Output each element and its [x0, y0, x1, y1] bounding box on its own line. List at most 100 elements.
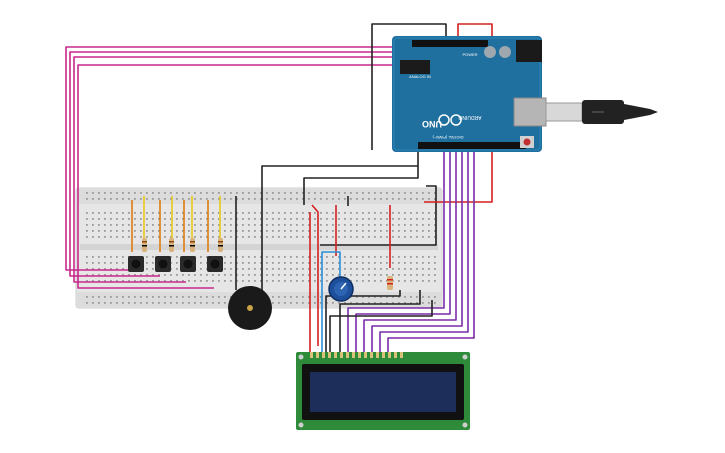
breadboard-hole — [164, 198, 166, 200]
breadboard-hole — [260, 192, 262, 194]
breadboard-hole — [248, 236, 250, 238]
breadboard-hole — [332, 198, 334, 200]
breadboard-hole — [194, 198, 196, 200]
breadboard-hole — [110, 274, 112, 276]
breadboard-hole — [152, 198, 154, 200]
breadboard-hole — [290, 268, 292, 270]
breadboard-hole — [296, 218, 298, 220]
breadboard-hole — [260, 280, 262, 282]
breadboard-hole — [332, 230, 334, 232]
breadboard-hole — [266, 280, 268, 282]
breadboard-hole — [98, 280, 100, 282]
breadboard-hole — [116, 296, 118, 298]
breadboard-hole — [146, 224, 148, 226]
wire-magenta-4 — [77, 64, 398, 289]
breadboard-hole — [380, 280, 382, 282]
breadboard-hole — [416, 236, 418, 238]
breadboard-hole — [140, 224, 142, 226]
breadboard-hole — [296, 192, 298, 194]
breadboard-hole — [350, 224, 352, 226]
breadboard-hole — [338, 236, 340, 238]
breadboard-hole — [176, 218, 178, 220]
breadboard-hole — [386, 296, 388, 298]
breadboard-hole — [344, 262, 346, 264]
breadboard-hole — [362, 224, 364, 226]
pushbuttons[interactable] — [128, 256, 223, 272]
breadboard-hole — [218, 236, 220, 238]
breadboard-hole — [122, 262, 124, 264]
breadboard-hole — [308, 280, 310, 282]
breadboard-hole — [284, 302, 286, 304]
breadboard-hole — [278, 256, 280, 258]
breadboard-hole — [146, 256, 148, 258]
breadboard-hole — [320, 236, 322, 238]
breadboard-hole — [206, 212, 208, 214]
breadboard-hole — [134, 302, 136, 304]
usb-cable[interactable] — [545, 100, 658, 124]
breadboard-hole — [206, 302, 208, 304]
breadboard-hole — [380, 236, 382, 238]
breadboard-hole — [92, 192, 94, 194]
breadboard-hole — [398, 230, 400, 232]
breadboard-hole — [146, 230, 148, 232]
breadboard-hole — [110, 256, 112, 258]
breadboard-hole — [416, 274, 418, 276]
breadboard-hole — [92, 268, 94, 270]
capacitor-2 — [499, 46, 511, 58]
breadboard-hole — [200, 302, 202, 304]
breadboard-hole — [302, 296, 304, 298]
breadboard-hole — [398, 268, 400, 270]
breadboard-hole — [266, 236, 268, 238]
resistors[interactable] — [142, 238, 393, 290]
breadboard-hole — [398, 192, 400, 194]
breadboard-hole — [146, 262, 148, 264]
breadboard-hole — [290, 224, 292, 226]
breadboard-hole — [332, 274, 334, 276]
wire-purple-5 — [379, 150, 469, 352]
breadboard-hole — [422, 236, 424, 238]
potentiometer[interactable] — [328, 276, 354, 302]
arduino-uno[interactable]: UNO ARDUINO POWER DIGITAL (PWM~) ANALOG … — [392, 36, 547, 152]
breadboard-hole — [296, 198, 298, 200]
breadboard-hole — [314, 192, 316, 194]
breadboard-hole — [104, 302, 106, 304]
lcd-pin — [352, 352, 355, 358]
breadboard-hole — [92, 302, 94, 304]
breadboard-hole — [116, 236, 118, 238]
breadboard-hole — [254, 280, 256, 282]
breadboard-hole — [236, 280, 238, 282]
breadboard-hole — [410, 280, 412, 282]
breadboard-hole — [176, 256, 178, 258]
pushbutton-4 — [207, 256, 223, 272]
power-jack — [516, 40, 542, 62]
breadboard-hole — [122, 224, 124, 226]
breadboard-hole — [248, 212, 250, 214]
breadboard-hole — [170, 256, 172, 258]
breadboard-hole — [302, 268, 304, 270]
piezo-buzzer[interactable] — [228, 286, 272, 330]
lcd-display-16x2[interactable] — [296, 352, 470, 430]
breadboard-hole — [152, 218, 154, 220]
breadboard-hole — [194, 296, 196, 298]
breadboard-hole — [392, 296, 394, 298]
breadboard-hole — [392, 198, 394, 200]
breadboard-hole — [314, 280, 316, 282]
breadboard-hole — [266, 262, 268, 264]
breadboard-hole — [362, 230, 364, 232]
breadboard-hole — [86, 224, 88, 226]
breadboard-hole — [242, 280, 244, 282]
breadboard-hole — [350, 198, 352, 200]
breadboard-hole — [128, 224, 130, 226]
breadboard-hole — [416, 296, 418, 298]
breadboard-hole — [164, 296, 166, 298]
breadboard-hole — [398, 302, 400, 304]
breadboard-hole — [422, 274, 424, 276]
breadboard-hole — [290, 212, 292, 214]
breadboard-hole — [134, 296, 136, 298]
breadboard-hole — [380, 256, 382, 258]
breadboard-hole — [404, 302, 406, 304]
breadboard-hole — [308, 256, 310, 258]
breadboard-hole — [230, 236, 232, 238]
breadboard-hole — [350, 302, 352, 304]
breadboard-hole — [212, 296, 214, 298]
